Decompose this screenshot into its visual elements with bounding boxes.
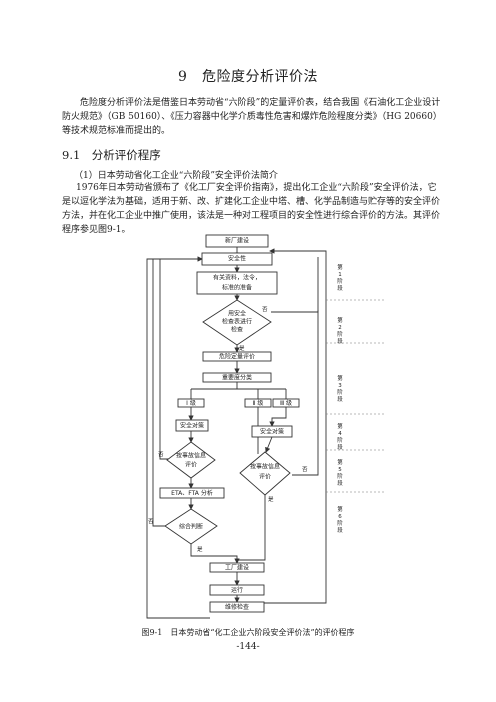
node-accident-right-line1: 按事故信息 <box>250 463 280 471</box>
connector-6 <box>190 382 287 399</box>
accident-right-no-label: 否 <box>302 466 308 473</box>
loop-line-inner-right <box>271 257 319 313</box>
node-accident-left <box>166 441 216 479</box>
section-title: 9.1 分析评价程序 <box>62 148 161 162</box>
node-accident-right <box>239 451 291 496</box>
node-severity <box>202 372 272 383</box>
accident-right-yes-label: 是 <box>268 496 274 503</box>
node-checklist-decision <box>202 299 272 346</box>
node-measures-left <box>175 419 209 432</box>
body-paragraph: 1976年日本劳动省颁布了《化工厂安全评价指南》，提出化工企业“六阶段”安全评价… <box>62 183 441 235</box>
connector-14 <box>190 544 240 564</box>
node-operation <box>209 584 265 596</box>
node-grade1-label: Ⅰ 级 <box>186 399 196 407</box>
node-safety-label: 安全性 <box>228 255 246 263</box>
node-eta-fta <box>159 487 225 499</box>
loop-line-final-no <box>152 259 172 527</box>
node-plant-construction <box>209 562 265 573</box>
checklist-no-label: 否 <box>262 306 268 313</box>
node-operation-label: 运行 <box>231 586 243 594</box>
node-measures-left-label: 安全对策 <box>180 422 204 430</box>
comprehensive-no-label: 否 <box>148 518 154 525</box>
node-comprehensive-label: 综合判断 <box>179 523 203 531</box>
page-number: -144- <box>236 642 260 652</box>
subsection-title: （1）日本劳动省化工企业“六阶段”安全评价法简介 <box>74 171 278 181</box>
node-safety <box>201 252 273 266</box>
loop-line-outer-left <box>146 256 210 619</box>
node-new-plant <box>205 234 269 248</box>
node-docs <box>196 271 278 295</box>
node-accident-left-line1: 按事故信息 <box>176 452 206 460</box>
node-quant-eval <box>202 351 272 362</box>
node-measures-right-label: 安全对策 <box>260 428 284 436</box>
node-comprehensive <box>164 508 218 545</box>
node-checklist-line1: 用安全 <box>228 310 246 318</box>
node-eta-fta-label: ETA、FTA 分析 <box>171 489 213 497</box>
node-checklist-line3: 检查 <box>231 326 243 334</box>
node-measures-right <box>251 425 293 438</box>
loop-line-left-no <box>159 259 172 460</box>
chapter-title: 9 危险度分析评价法 <box>178 69 318 85</box>
node-maintenance-label: 维修检查 <box>225 603 249 611</box>
node-docs-line2: 标准的准备 <box>222 284 252 292</box>
intro-paragraph: 危险度分析评价法是借鉴日本劳动省“六阶段”的定量评价表，结合我国《石油化工企业设… <box>62 98 442 136</box>
node-grade3 <box>272 398 300 408</box>
node-plant-construction-label: 工厂建设 <box>225 564 249 572</box>
connector-10 <box>265 436 273 453</box>
node-accident-right-line2: 评价 <box>259 473 271 481</box>
figure-caption: 图9-1 日本劳动省“化工企业六阶段安全评价法”的评价程序 <box>141 628 355 637</box>
loop-line-outer-right <box>246 248 327 604</box>
checklist-yes-label: 是 <box>239 345 245 352</box>
node-maintenance <box>209 601 265 613</box>
loop-line-right-no <box>292 310 319 476</box>
node-grade2-label: Ⅱ 级 <box>253 399 264 407</box>
comprehensive-yes-label: 是 <box>197 546 203 553</box>
connector-13 <box>237 495 266 561</box>
node-severity-label: 重要度分类 <box>222 374 252 382</box>
node-grade1 <box>177 398 205 408</box>
node-new-plant-label: 新厂建设 <box>225 237 249 245</box>
node-quant-eval-label: 危险定量评价 <box>219 353 255 361</box>
node-docs-line1: 有关资料，法令， <box>213 274 261 282</box>
node-grade2 <box>244 398 272 408</box>
node-checklist-line2: 检查表进行 <box>222 318 252 326</box>
accident-left-no-label: 否 <box>158 451 164 458</box>
node-accident-left-line2: 评价 <box>185 461 197 469</box>
node-grade3-label: Ⅲ 级 <box>280 399 292 407</box>
